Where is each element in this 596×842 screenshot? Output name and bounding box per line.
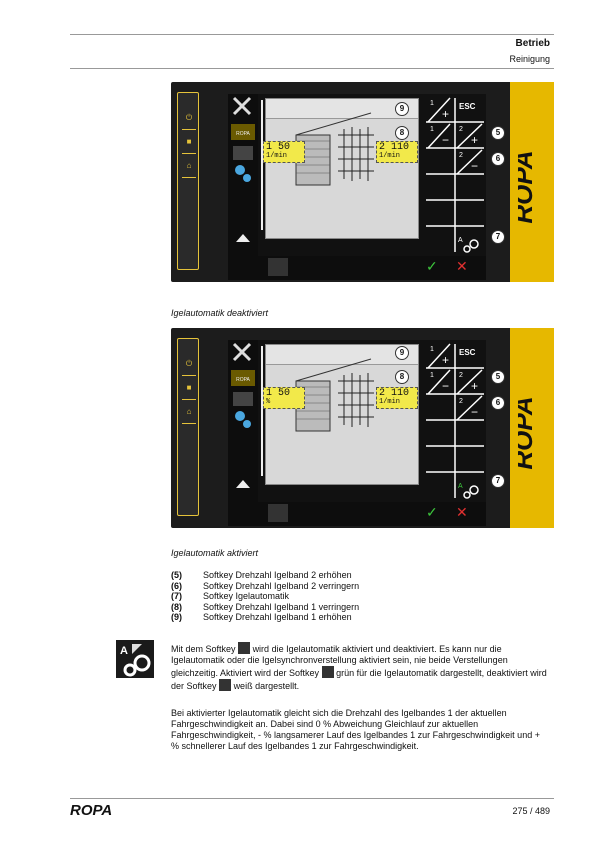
ropa-logo: ROPA [70,802,112,818]
footer-rule [70,798,554,799]
svg-text:1: 1 [430,100,434,107]
bottom-bar: ✓ ✕ [228,256,486,280]
list-item: (8)Softkey Drehzahl Igelband 1 verringer… [171,601,360,612]
list-item: (6)Softkey Drehzahl Igelband 2 verringer… [171,580,360,591]
list-item: (9)Softkey Drehzahl Igelband 1 erhöhen [171,612,352,622]
list-item: (5)Softkey Drehzahl Igelband 2 erhöhen [171,570,352,580]
svg-text:1: 1 [430,346,434,353]
caption-activated: Igelautomatik aktiviert [171,548,259,558]
callout-8: 8 [395,370,409,384]
softkey-legend-list: (5)Softkey Drehzahl Igelband 2 erhöhen (… [171,570,359,623]
power-icon: ⏻ [185,359,193,368]
ropa-brand-strip: ROPA [510,82,554,282]
terminal-screenshot-activated: ⏻ ■ ⌂ ROPA [171,328,554,528]
auto-gear-icon: A [116,640,154,678]
section-title: Betrieb [515,38,550,49]
svg-text:ROPA: ROPA [236,377,250,383]
svg-text:−: − [471,159,478,173]
callout-7: 7 [491,230,505,244]
terminal-screenshot-deactivated: ⏻ ■ ⌂ ROPA [171,82,554,282]
svg-text:1: 1 [430,372,434,379]
svg-text:A: A [458,237,463,244]
callout-5: 5 [491,126,505,140]
softkey-auto-green-icon [321,666,334,678]
hedgehog-belt-diagram [295,112,374,186]
callout-8: 8 [395,126,409,140]
lock-icon: ■ [186,137,192,146]
lock-icon: ■ [186,383,192,392]
softkey-auto-icon [238,642,251,654]
confirm-icon[interactable]: ✓ [426,258,438,274]
softkey-panel: + − + − 1 1 2 2 ESC A [424,94,486,254]
svg-text:1: 1 [430,126,434,133]
svg-text:2: 2 [459,126,463,133]
callout-7: 7 [491,474,505,488]
svg-text:2: 2 [459,152,463,159]
section-subtitle: Reinigung [509,54,550,64]
tools-icon: ROPA [231,342,255,520]
svg-text:+: + [471,379,478,393]
home-icon: ⌂ [186,407,192,416]
svg-text:A: A [120,645,128,657]
belt1-speed-value: 1 50% [263,387,305,409]
svg-text:A: A [458,483,463,490]
svg-text:2: 2 [459,372,463,379]
terminal-side-buttons: ⏻ ■ ⌂ [177,338,199,516]
page-number: 275 / 489 [512,806,550,816]
callout-9: 9 [395,102,409,116]
svg-text:−: − [442,379,449,393]
svg-text:ROPA: ROPA [518,150,538,223]
callout-9: 9 [395,346,409,360]
belt-icon [268,258,288,276]
bottom-bar: ✓ ✕ [228,502,486,526]
svg-text:+: + [442,107,449,121]
callout-6: 6 [491,152,505,166]
power-icon: ⏻ [185,113,193,122]
svg-text:ROPA: ROPA [236,131,250,137]
ropa-brand-strip: ROPA [510,328,554,528]
svg-text:+: + [442,353,449,367]
softkey-panel: + − + − 1 1 2 2 ESC A [424,340,486,500]
caption-deactivated: Igelautomatik deaktiviert [171,308,269,318]
terminal-display: ROPA [228,94,486,280]
belt-icon [268,504,288,522]
callout-5: 5 [491,370,505,384]
svg-text:ESC: ESC [459,102,476,111]
svg-text:2: 2 [459,398,463,405]
left-icon-column: ROPA [228,94,258,280]
cancel-icon[interactable]: ✕ [456,258,468,274]
paragraph-auto-description: Bei aktivierter Igelautomatik gleicht si… [171,708,540,751]
left-icon-column: ROPA [228,340,258,526]
header-rule [70,34,554,35]
svg-text:−: − [442,133,449,147]
svg-text:ROPA: ROPA [70,802,112,818]
callout-6: 6 [491,396,505,410]
svg-text:ESC: ESC [459,348,476,357]
svg-text:ROPA: ROPA [518,396,538,469]
terminal-display: ROPA [228,340,486,526]
list-item: (7)Softkey Igelautomatik [171,591,290,601]
softkey-auto-white-icon [219,679,232,691]
tools-icon: ROPA [231,96,255,274]
terminal-side-buttons: ⏻ ■ ⌂ [177,92,199,270]
confirm-icon[interactable]: ✓ [426,504,438,520]
paragraph-softkey-info: Mit dem Softkey wird die Igelautomatik a… [171,642,547,691]
header-rule-bottom [70,68,554,69]
svg-text:+: + [471,133,478,147]
home-icon: ⌂ [186,161,192,170]
cancel-icon[interactable]: ✕ [456,504,468,520]
hedgehog-belt-diagram [295,358,374,432]
svg-text:−: − [471,405,478,419]
